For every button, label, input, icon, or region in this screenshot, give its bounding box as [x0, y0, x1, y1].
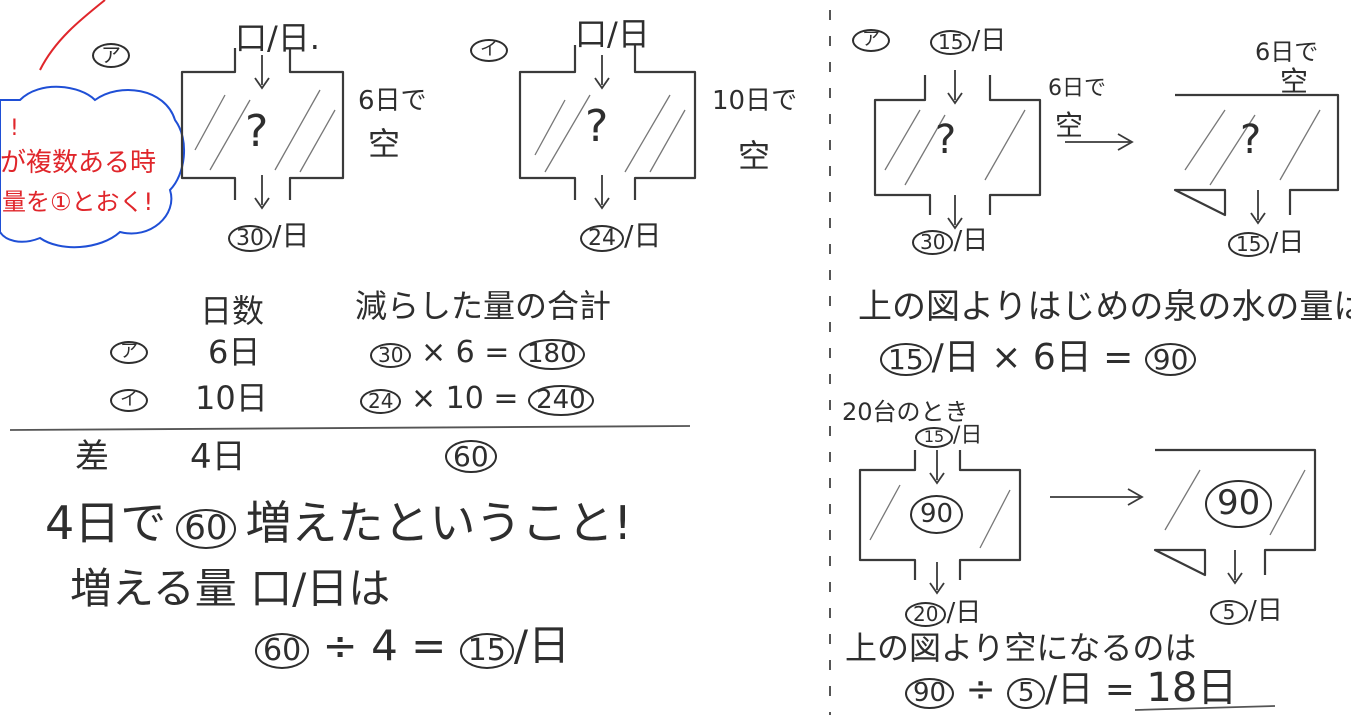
row-i-days: 10日: [195, 379, 268, 417]
right-label-a: ア: [852, 28, 890, 52]
tank-right-d: [1153, 448, 1317, 585]
case-label: 20台のとき: [842, 398, 969, 426]
case-inflow: 15/日: [915, 425, 982, 448]
right-question-1: ?: [935, 117, 957, 163]
tank-i-question: ?: [585, 101, 609, 152]
label-a: ア: [92, 38, 130, 68]
label-i: イ: [470, 35, 508, 62]
right-b-empty: 空: [1280, 65, 1309, 98]
case-right-outflow: 5/日: [1210, 598, 1283, 625]
case-outflow: 20/日: [905, 600, 981, 627]
tank-a-outflow: 30/日: [228, 222, 309, 253]
answer-underline: [1134, 705, 1276, 711]
tank-right-b: [1173, 93, 1340, 225]
right-sentence-1: 上の図よりはじめの泉の水の量は,: [858, 287, 1351, 327]
right-calc-2: 90 ÷ 5/日 = 18日: [905, 668, 1237, 710]
tank-i-days: 10日で: [712, 86, 798, 116]
right-sentence-2: 上の図より空になるのは: [845, 629, 1197, 667]
row-i-label: イ: [110, 388, 148, 412]
tank-i-inflow: 口/日: [575, 15, 650, 53]
tank-i: [518, 45, 697, 210]
header-total: 減らした量の合計: [355, 287, 612, 325]
row-a-days: 6日: [208, 333, 261, 371]
tank-right-c: [858, 450, 1022, 595]
case-right-box-value: 90: [1205, 480, 1273, 528]
diff-result: 60: [445, 438, 497, 474]
conclusion-line-2: 増える量 口/日は: [70, 564, 391, 613]
tank-i-empty: 空: [738, 137, 771, 175]
callout-line-2: 量を①とおく!: [2, 188, 154, 216]
right-calc-1: 15/日 × 6日 = 90: [880, 340, 1197, 377]
callout-line-1: が複数ある時: [0, 148, 157, 178]
blue-cloud-callout: [0, 85, 186, 249]
tank-a-empty: 空: [368, 125, 401, 163]
callout-red-mark: !: [10, 116, 19, 141]
right-b-days: 6日で: [1255, 38, 1319, 66]
table-rule: [9, 425, 691, 431]
tank-a-question: ?: [245, 106, 269, 157]
row-a-label: ア: [110, 340, 148, 364]
case-box-value: 90: [910, 495, 964, 535]
diff-days: 4日: [190, 437, 246, 477]
right-empty: 空: [1055, 109, 1084, 142]
right-b-outflow: 15/日: [1228, 230, 1304, 257]
right-question-2: ?: [1240, 117, 1262, 163]
red-curve: [39, 0, 106, 71]
tank-right-a: [873, 70, 1042, 230]
right-days: 6日で: [1048, 76, 1106, 101]
tank-a: [180, 48, 345, 210]
tank-a-inflow: 口/日.: [235, 19, 320, 57]
row-i-calc: 24 × 10 = 240: [360, 384, 594, 417]
tank-a-days: 6日で: [358, 86, 427, 116]
right-inflow: 15/日: [930, 28, 1006, 55]
right-outflow: 30/日: [912, 228, 988, 255]
tank-i-outflow: 24/日: [580, 222, 661, 253]
diff-label: 差: [75, 437, 109, 477]
conclusion-calc: 60 ÷ 4 = 15/日: [255, 625, 570, 669]
row-a-calc: 30 × 6 = 180: [370, 338, 585, 371]
header-days: 日数: [200, 292, 265, 330]
